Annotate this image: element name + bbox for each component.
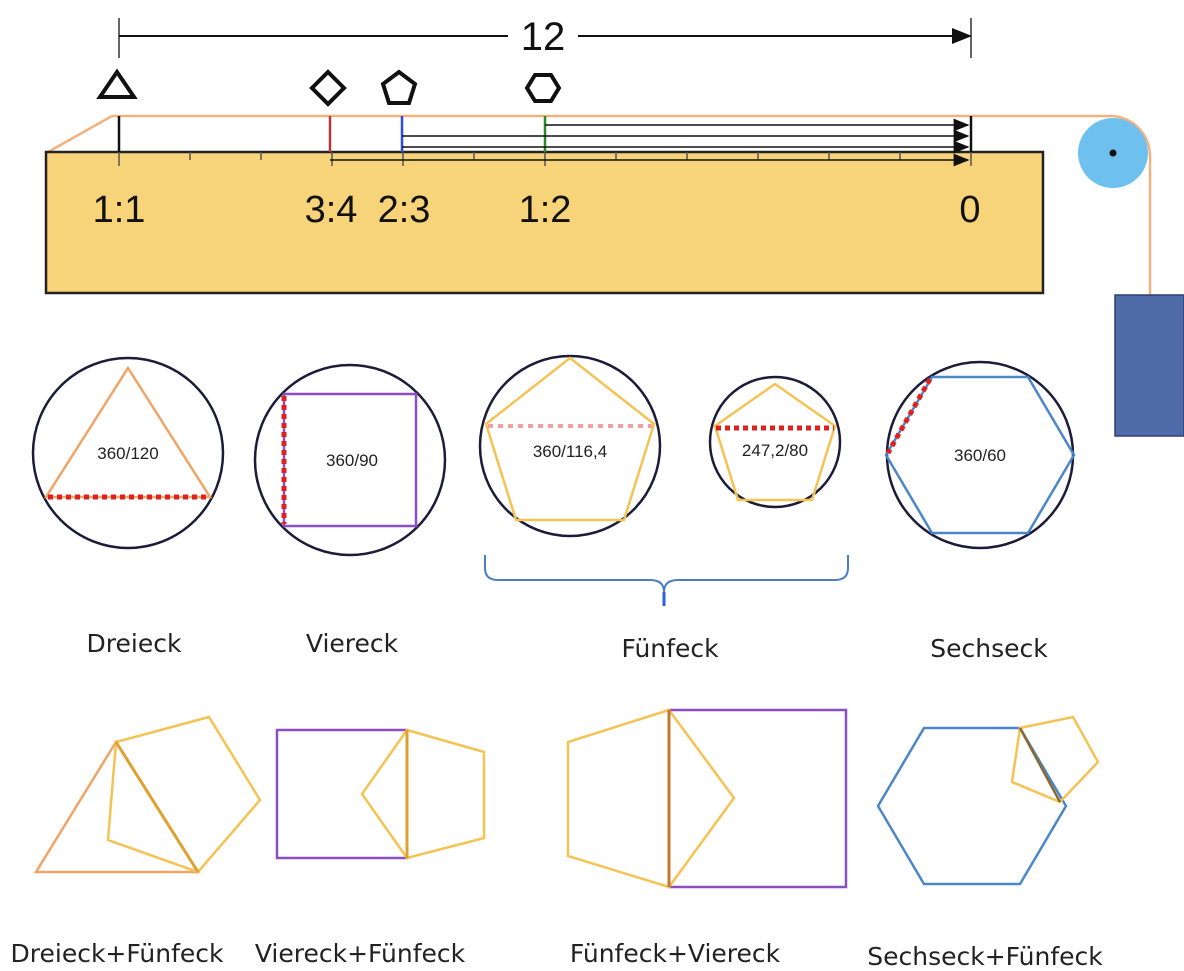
label-sechseck: Sechseck bbox=[930, 634, 1048, 663]
weight-block bbox=[1114, 294, 1184, 437]
ratio-label-1-2: 1:2 bbox=[519, 189, 572, 231]
label-viereck-fuenfeck: Viereck+Fünfeck bbox=[255, 939, 466, 968]
ratio-label-0: 0 bbox=[959, 189, 980, 231]
triangle-angle-label: 360/120 bbox=[97, 444, 158, 463]
pentagon-angle-label: 360/116,4 bbox=[533, 442, 607, 461]
hexagon-angle-label: 360/60 bbox=[954, 446, 1006, 465]
ratio-label-1-1: 1:1 bbox=[93, 189, 146, 231]
ratio-arrows bbox=[330, 118, 970, 167]
small-pentagon-angle-label: 247,2/80 bbox=[742, 441, 808, 460]
square-angle-label: 360/90 bbox=[326, 451, 378, 470]
pulley bbox=[1078, 118, 1148, 188]
pentagon-brace bbox=[484, 555, 849, 593]
label-fuenfeck: Fünfeck bbox=[621, 634, 719, 663]
label-sechseck-fuenfeck: Sechseck+Fünfeck bbox=[867, 942, 1103, 971]
hexagon-in-circle: 360/60 bbox=[884, 360, 1076, 550]
ruler-ticks bbox=[118, 152, 972, 166]
combo-hexagon-pentagon bbox=[876, 715, 1100, 886]
label-fuenfeck-viereck: Fünfeck+Viereck bbox=[570, 939, 781, 968]
hexagon-icon bbox=[524, 73, 562, 103]
length-dimension: 12 bbox=[118, 15, 972, 59]
square-in-circle: 360/90 bbox=[253, 363, 447, 557]
label-dreieck: Dreieck bbox=[87, 629, 182, 658]
label-viereck: Viereck bbox=[306, 629, 399, 658]
combo-triangle-pentagon bbox=[33, 715, 262, 874]
pentagon-in-circle-large: 360/116,4 bbox=[478, 354, 662, 538]
ratio-label-3-4: 3:4 bbox=[305, 189, 358, 231]
ratio-label-2-3: 2:3 bbox=[378, 189, 431, 231]
triangle-icon bbox=[96, 68, 138, 99]
length-label: 12 bbox=[521, 15, 566, 59]
pentagon-icon bbox=[380, 69, 418, 105]
label-dreieck-fuenfeck: Dreieck+Fünfeck bbox=[11, 939, 224, 968]
string bbox=[47, 114, 1152, 296]
pentagon-in-circle-small: 247,2/80 bbox=[708, 375, 842, 509]
triangle-in-circle: 360/120 bbox=[31, 356, 225, 550]
combo-square-pentagon bbox=[275, 728, 486, 860]
combo-pentagon-square bbox=[566, 708, 848, 889]
diamond-icon bbox=[309, 69, 347, 107]
